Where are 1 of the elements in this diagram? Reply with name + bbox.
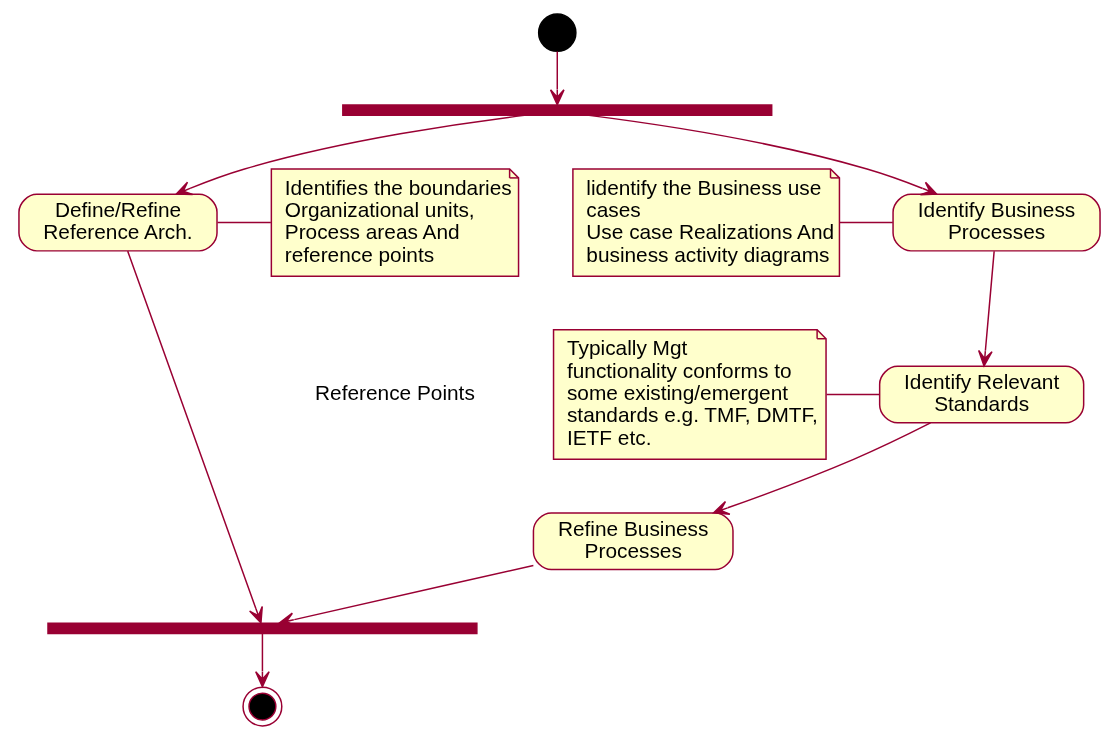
label: Reference Points xyxy=(315,381,475,405)
